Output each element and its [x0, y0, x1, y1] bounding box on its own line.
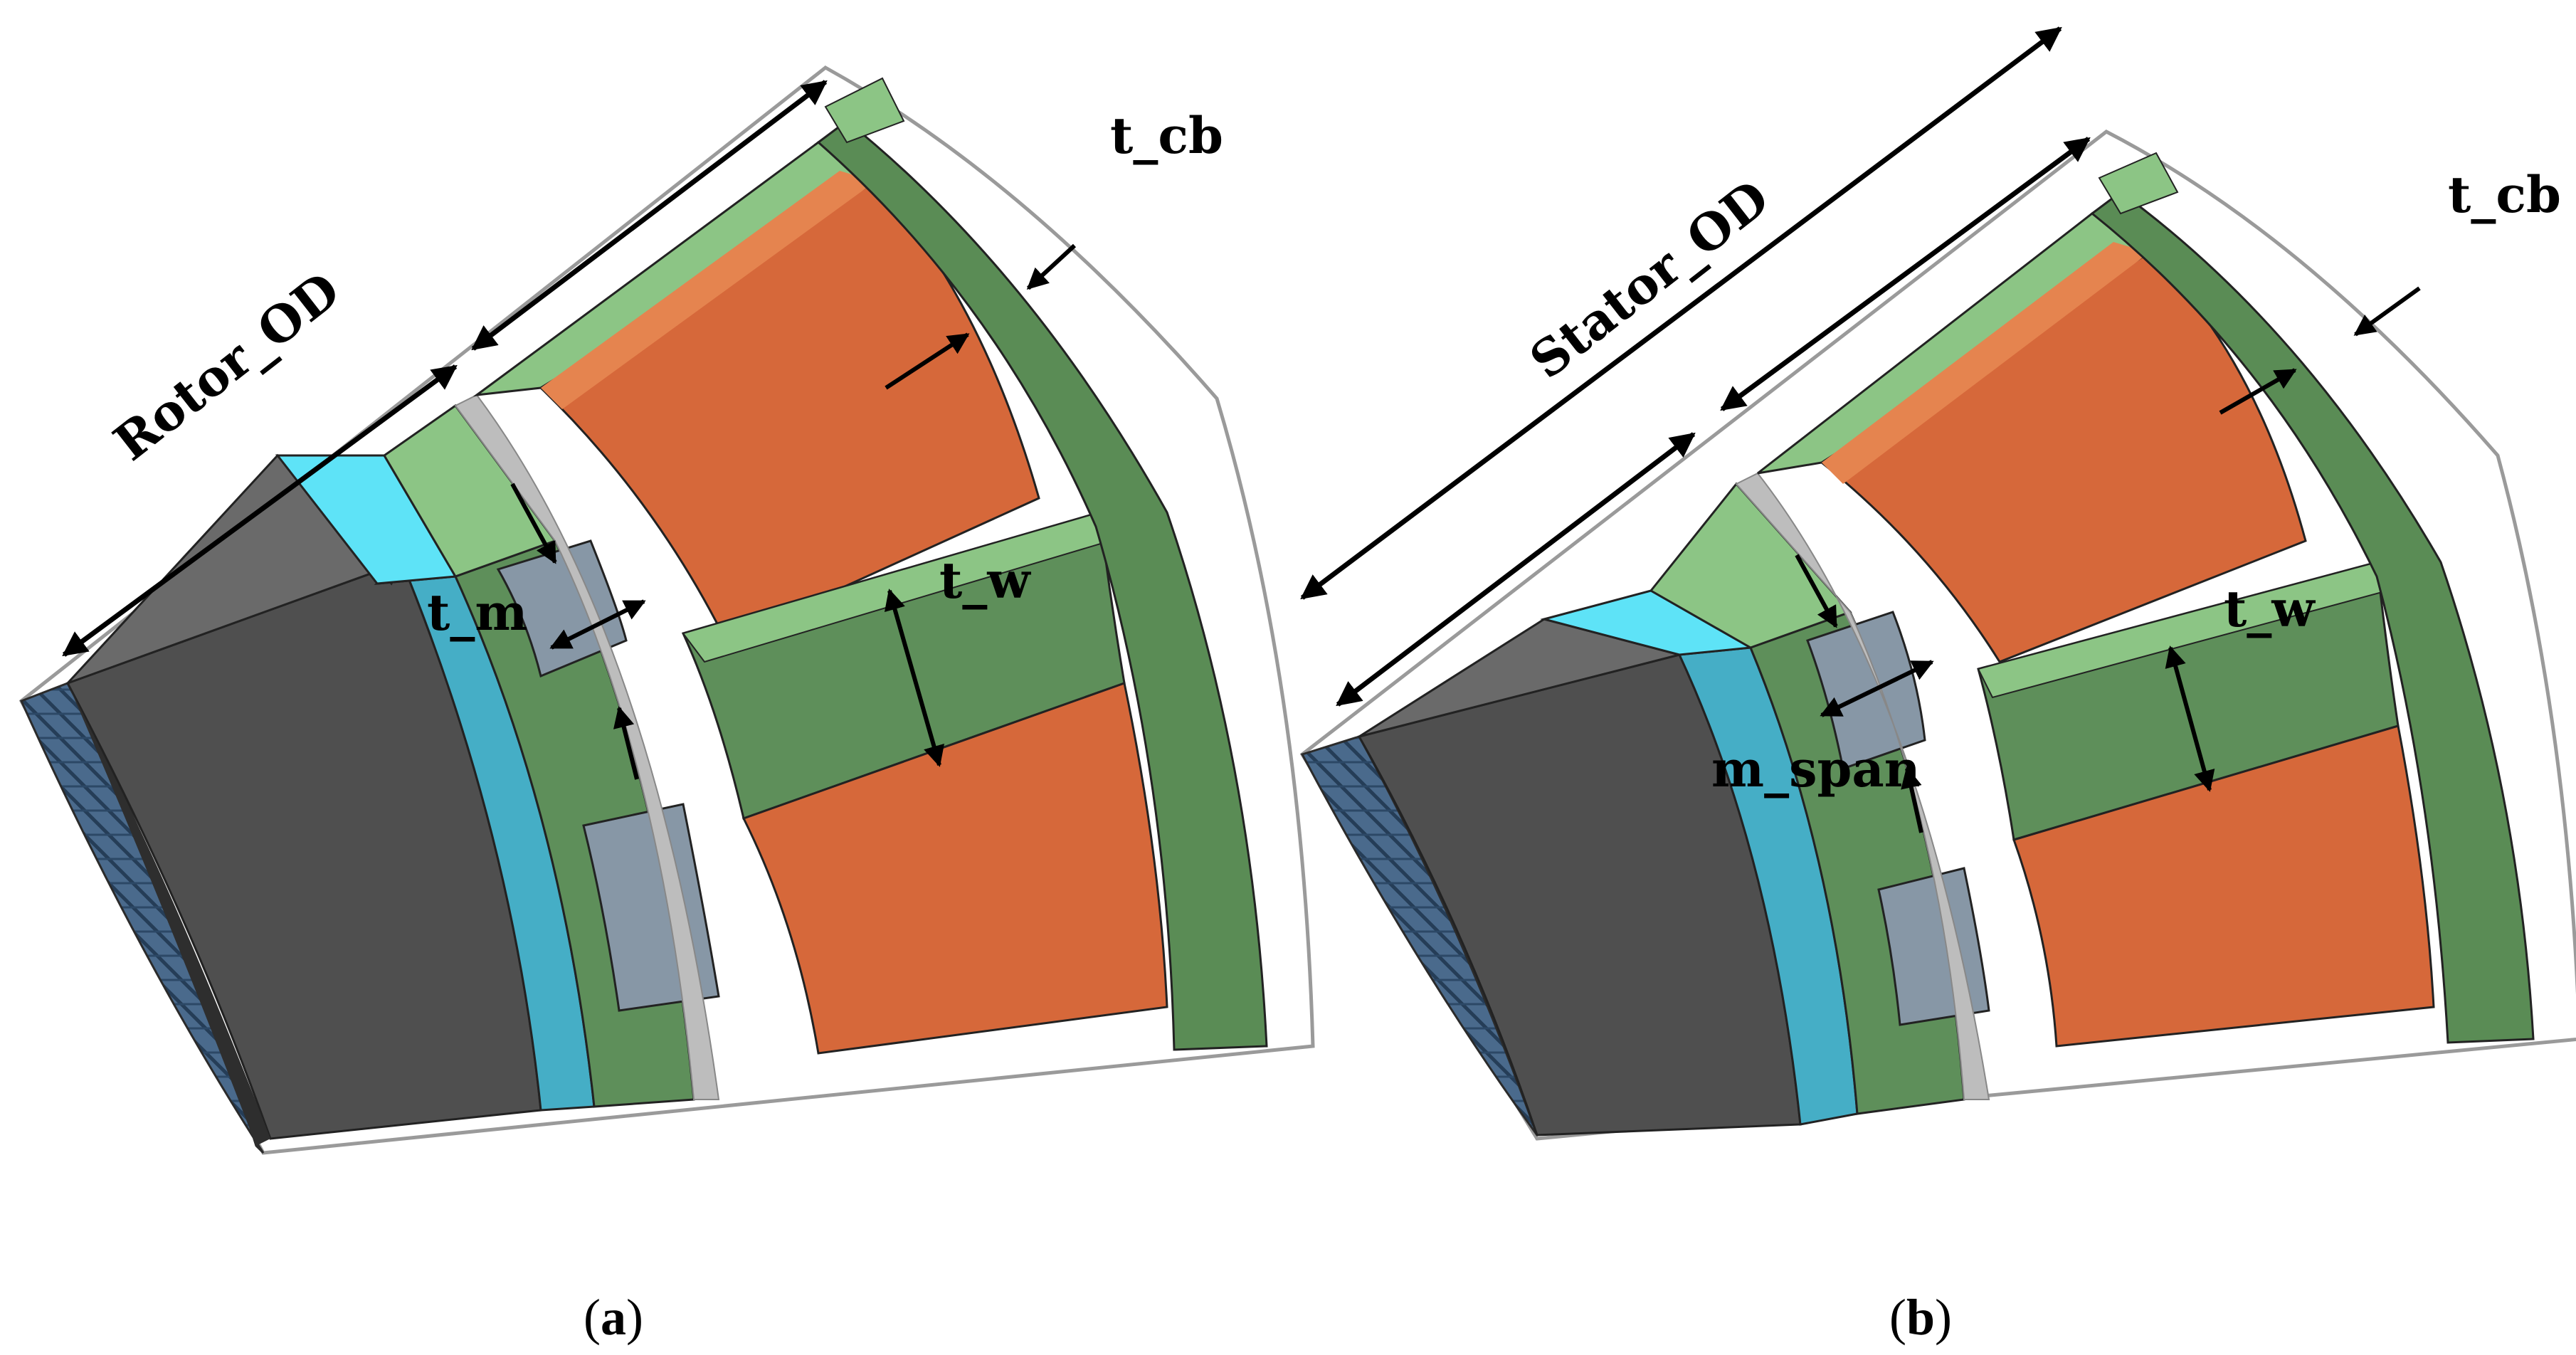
m-span-arrow	[1820, 660, 1934, 717]
caption-a: (a)	[584, 1289, 643, 1346]
panel-b	[1299, 130, 2576, 1141]
t-cb-arrow	[1026, 243, 1077, 290]
rotor-core-bevel	[68, 683, 270, 1146]
air-gap	[454, 394, 720, 1100]
rotor-od-arrow-b	[1336, 432, 1696, 707]
t-w-arrow	[884, 589, 945, 767]
m-span-top-arrow	[1795, 554, 1838, 628]
t-m-label: t_m	[427, 583, 527, 642]
winding-lower	[741, 682, 1168, 1055]
panel-a-dimensions	[62, 80, 1077, 780]
outer-frame-b	[2090, 191, 2535, 1044]
t-cb-arrow-b	[2353, 286, 2421, 337]
t-m-span-arrow	[549, 599, 646, 650]
m-span-bottom-arrow	[1901, 766, 1923, 833]
caption-a-letter: a	[601, 1289, 626, 1346]
captions: (a) (b)	[584, 1289, 1952, 1346]
t-w-arrow-b	[2165, 645, 2215, 792]
t-m-bottom-arrow	[613, 706, 639, 780]
air-gap-b	[1735, 472, 1990, 1100]
stator-span-arrow-b	[1720, 137, 2091, 411]
t-cb-label-b: t_cb	[2448, 165, 2561, 224]
outer-frame-top-b	[2098, 152, 2179, 215]
rotor-od-arrow	[62, 364, 458, 657]
outer-frame-top	[824, 77, 905, 144]
winding-lower-b	[2012, 724, 2435, 1048]
t-w-label-b: t_w	[2224, 579, 2316, 638]
rotor-od-label: Rotor_OD	[102, 260, 351, 473]
panel-b-dimensions	[1300, 26, 2421, 833]
panel-a	[19, 65, 1315, 1155]
stator-span-arrow	[471, 80, 828, 351]
winding-arrow-b	[2219, 368, 2297, 415]
t-w-label-a: t_w	[939, 551, 1031, 610]
winding-arrow	[885, 332, 970, 390]
t-cb-label-a: t_cb	[1110, 106, 1223, 165]
stator-od-label: Stator_OD	[1519, 168, 1780, 390]
outer-frame	[816, 120, 1268, 1051]
caption-b-letter: b	[1906, 1289, 1935, 1346]
caption-b: (b)	[1889, 1289, 1952, 1346]
m-span-label: m_span	[1711, 739, 1921, 798]
t-m-top-arrow	[510, 483, 557, 564]
